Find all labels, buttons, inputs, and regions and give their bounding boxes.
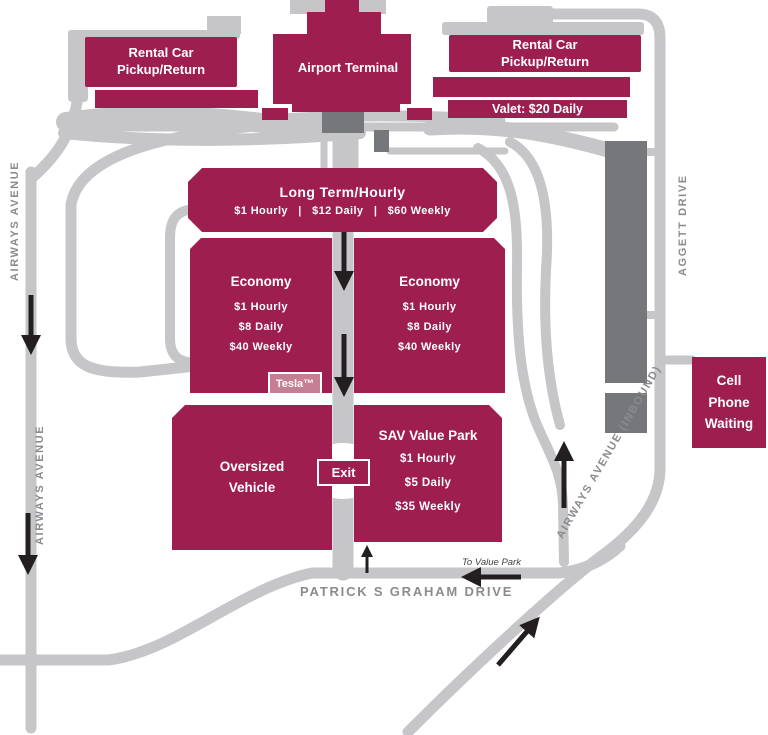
lot-economy-left: Economy $1 Hourly $8 Daily $40 Weekly — [190, 238, 332, 393]
road-label-aggett-drive: AGGETT DRIVE — [677, 174, 689, 276]
lot-sav-value-park: SAV Value Park $1 Hourly $5 Daily $35 We… — [354, 405, 502, 542]
long-term-title: Long Term/Hourly — [279, 183, 406, 200]
exit-sign: Exit — [317, 459, 370, 486]
garage-building-large — [605, 141, 647, 383]
lot-economy-right: Economy $1 Hourly $8 Daily $40 Weekly — [354, 238, 505, 393]
arrow-diagonal-up — [496, 616, 540, 667]
garage-building-small — [605, 393, 647, 433]
tesla-charging-area: Tesla™ — [268, 372, 322, 395]
sav-rates: $1 Hourly $5 Daily $35 Weekly — [395, 453, 461, 513]
economy-left-rates: $1 Hourly $8 Daily $40 Weekly — [229, 301, 293, 353]
road-west-loop — [65, 114, 351, 378]
sav-title: SAV Value Park — [378, 428, 478, 443]
economy-right-rates: $1 Hourly $8 Daily $40 Weekly — [397, 301, 462, 353]
curb-stub-right — [407, 108, 432, 120]
road-label-airways-avenue-upper: AIRWAYS AVENUE — [9, 160, 21, 281]
lot-long-term-hourly: Long Term/Hourly $1 Hourly | $12 Daily |… — [188, 168, 497, 232]
lot-oversized-vehicle: Oversized Vehicle — [172, 405, 332, 550]
road-label-patrick-s-graham-drive: PATRICK S GRAHAM DRIVE — [300, 584, 514, 599]
lot-rental-car-left: Rental Car Pickup/Return — [85, 37, 237, 87]
buildings — [322, 107, 647, 433]
airport-terminal-label: Airport Terminal — [297, 59, 399, 75]
road-sav-east — [473, 143, 569, 567]
road-aggett — [546, 8, 666, 474]
valet-strip: Valet: $20 Daily — [448, 100, 627, 118]
road-patrick-graham — [0, 567, 566, 666]
valet-label: Valet: $20 Daily — [491, 102, 584, 116]
road-label-airways-avenue-lower: AIRWAYS AVENUE — [34, 424, 46, 545]
direction-arrows — [18, 228, 574, 667]
rental-left-curb — [95, 90, 258, 108]
road-economy-west — [165, 204, 253, 368]
cell-phone-waiting-lot: Cell Phone Waiting — [692, 357, 766, 448]
long-term-rates: $1 Hourly | $12 Daily | $60 Weekly — [234, 204, 451, 217]
economy-left-title: Economy — [230, 274, 292, 289]
economy-right-title: Economy — [399, 274, 460, 289]
rental-right-curb — [433, 77, 630, 97]
curb-stub-left — [262, 108, 288, 120]
road-label-to-value-park: To Value Park — [462, 557, 521, 568]
lot-rental-car-right: Rental Car Pickup/Return — [449, 35, 641, 72]
